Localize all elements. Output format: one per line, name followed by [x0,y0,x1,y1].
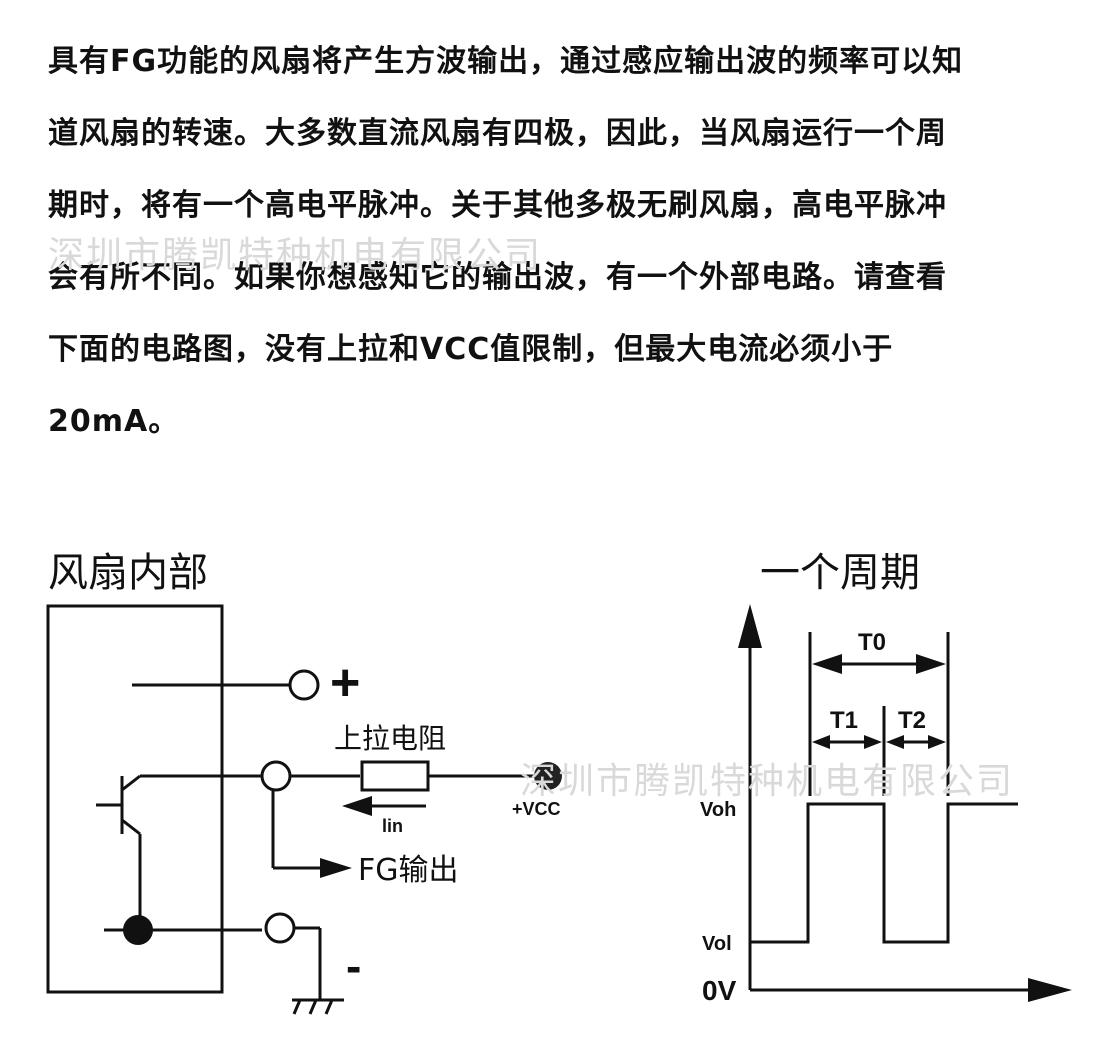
t1-label: T1 [830,707,858,734]
fg-output-label: FG输出 [358,853,459,888]
plus-label: + [330,654,360,712]
paragraph-line: 20mA。 [48,404,180,439]
zero-volt-label: 0V [702,975,737,1006]
x-axis-arrowhead [1028,978,1072,1002]
t2-left-arrowhead [886,735,904,749]
paragraph-line: 会有所不同。如果你想感知它的输出波，有一个外部电路。请查看 [48,260,947,295]
junction-dot [123,915,153,945]
t2-label: T2 [898,707,926,734]
square-wave [750,802,1018,944]
t1-right-arrowhead [864,735,882,749]
waveform-title: 一个周期 [760,550,920,596]
current-arrowhead [342,796,372,816]
paragraph-line: 道风扇的转速。大多数直流风扇有四极，因此，当风扇运行一个周 [48,116,947,151]
watermark-text: 深圳市腾凯特种机电有限公司 [520,761,1015,802]
description-paragraph: 具有FG功能的风扇将产生方波输出，通过感应输出波的频率可以知 道风扇的转速。大多… [48,30,1078,462]
t2-right-arrowhead [928,735,946,749]
circuit-title: 风扇内部 [48,550,208,596]
current-label: lin [382,816,403,836]
y-axis-arrowhead [738,604,762,648]
fan-circuit [46,604,536,1015]
paragraph-line: 具有FG功能的风扇将产生方波输出，通过感应输出波的频率可以知 [48,44,964,79]
vol-label: Vol [702,933,732,955]
watermark-text: 深圳市腾凯特种机电有限公司 [48,235,543,276]
transistor-emitter-lead [121,818,141,836]
t1-left-arrowhead [812,735,830,749]
pullup-resistor [360,760,430,792]
transistor-collector-lead [121,774,141,792]
t0-label: T0 [858,629,886,656]
ground-hatch [324,999,334,1015]
ground-hatch [308,999,318,1015]
vcc-node [534,762,562,790]
resistor-label: 上拉电阻 [334,722,446,755]
fan-enclosure-box [46,604,224,994]
t0-left-arrowhead [812,654,842,674]
t0-right-arrowhead [916,654,946,674]
paragraph-line: 下面的电路图，没有上拉和VCC值限制，但最大电流必须小于 [48,332,894,367]
vcc-label: +VCC [512,799,561,819]
voh-label: Voh [700,799,736,821]
minus-terminal [264,912,296,944]
paragraph-line: 期时，将有一个高电平脉冲。关于其他多极无刷风扇，高电平脉冲 [48,188,947,223]
plus-terminal [288,669,320,701]
fg-terminal [260,760,292,792]
ground-hatch [292,999,302,1015]
fg-output-arrowhead [320,858,352,878]
waveform-plot [748,630,1042,992]
minus-label: - [346,940,361,992]
